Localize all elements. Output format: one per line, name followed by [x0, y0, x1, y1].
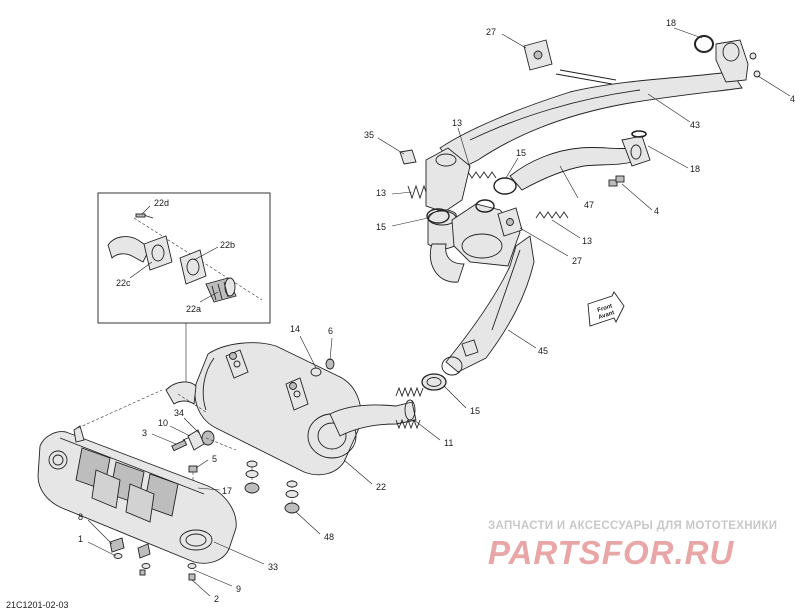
exhaust-pipe-43	[439, 69, 743, 171]
callout-45: 45	[538, 346, 548, 356]
leader-lines	[87, 27, 791, 597]
y-pipe-junction	[399, 147, 523, 283]
callout-8: 8	[78, 512, 83, 522]
callout-1: 1	[78, 534, 83, 544]
clip-fasteners	[109, 537, 197, 581]
callout-43: 43	[690, 120, 700, 130]
rubber-hanger-27a	[523, 39, 553, 71]
watermark-tagline: ЗАПЧАСТИ И АКСЕССУАРЫ ДЛЯ МОТОТЕХНИКИ	[488, 520, 778, 532]
callout-47: 47	[584, 200, 594, 210]
clamp-ring-15c	[421, 373, 447, 391]
inset-frame	[97, 192, 271, 324]
callout-4b: 4	[654, 206, 659, 216]
muffler-inlet-elbow	[165, 381, 197, 405]
shield-axis-line	[77, 389, 163, 429]
callout-15b: 15	[376, 222, 386, 232]
callout-27a: 27	[486, 27, 496, 37]
callout-33: 33	[268, 562, 278, 572]
gasket-22b	[179, 249, 207, 285]
callout-35: 35	[364, 130, 374, 140]
callout-3: 3	[142, 428, 147, 438]
bolt-3-bushing-10	[171, 429, 237, 452]
callout-22c: 22c	[116, 278, 131, 288]
callout-48: 48	[324, 532, 334, 542]
callout-22a: 22a	[186, 304, 201, 314]
bolt-22d	[135, 213, 154, 219]
grommet-stack-48	[244, 460, 300, 514]
front-arrow-label-front: Front	[597, 303, 613, 313]
callout-13a: 13	[452, 118, 462, 128]
callout-22: 22	[376, 482, 386, 492]
callout-18b: 18	[690, 164, 700, 174]
callout-9: 9	[236, 584, 241, 594]
callout-15c: 15	[470, 406, 480, 416]
watermark: ЗАПЧАСТИ И АКСЕССУАРЫ ДЛЯ МОТОТЕХНИКИ PA…	[488, 520, 798, 572]
inlet-axis-line	[177, 393, 207, 413]
pipe-stub-22c	[107, 236, 151, 263]
flange-top-right	[715, 39, 761, 83]
watermark-brand-logo: PARTSFOR.RU	[488, 534, 735, 571]
exhaust-pipe-47	[509, 130, 651, 191]
exhaust-pipe-45	[441, 235, 535, 376]
callout-4a: 4	[790, 94, 795, 104]
callout-18a: 18	[666, 18, 676, 28]
callout-13b: 13	[376, 188, 386, 198]
gasket-detail-inset	[97, 192, 271, 392]
callout-22d: 22d	[154, 198, 169, 208]
spring-13a	[463, 171, 497, 179]
muffler-22	[194, 342, 424, 476]
flange-22c	[143, 235, 173, 271]
callout-34: 34	[174, 408, 184, 418]
callout-labels: 18 27 4 43 35 13 15 18 13 47 4 15 13 27 …	[78, 18, 795, 604]
callout-22b: 22b	[220, 240, 235, 250]
spring-sleeve-22a	[205, 277, 237, 303]
callout-13c: 13	[582, 236, 592, 246]
diagram-code: 21C1201-02-03	[6, 600, 69, 610]
callout-10: 10	[158, 418, 168, 428]
callout-15a: 15	[516, 148, 526, 158]
callout-5: 5	[212, 454, 217, 464]
callout-17: 17	[222, 486, 232, 496]
front-direction-arrow: Front Avant	[587, 291, 625, 327]
callout-11: 11	[444, 438, 453, 448]
heat-shield-33	[37, 425, 237, 564]
seal-ring-18a	[694, 35, 714, 53]
callout-27b: 27	[572, 256, 582, 266]
front-arrow-label-avant: Avant	[598, 310, 616, 321]
callout-14: 14	[290, 324, 300, 334]
spring-13c	[535, 211, 569, 219]
callout-2: 2	[214, 594, 219, 604]
callout-6: 6	[328, 326, 333, 336]
